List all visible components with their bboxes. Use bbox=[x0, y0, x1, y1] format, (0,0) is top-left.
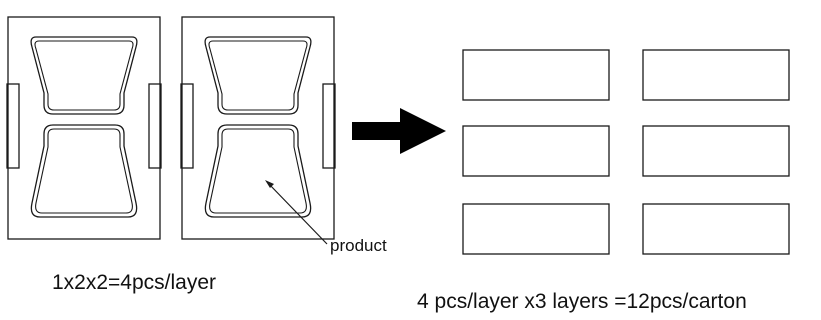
layer-count-caption: 1x2x2=4pcs/layer bbox=[52, 271, 217, 294]
packed-box bbox=[642, 203, 790, 255]
callout-label: product bbox=[330, 236, 387, 255]
arrow-right-icon bbox=[352, 108, 446, 154]
packed-box bbox=[462, 49, 610, 101]
packed-box bbox=[462, 125, 610, 177]
product-callout: product bbox=[265, 180, 387, 255]
packed-box bbox=[462, 203, 610, 255]
packed-box bbox=[642, 49, 790, 101]
packed-boxes-grid bbox=[462, 49, 790, 255]
packed-box bbox=[642, 125, 790, 177]
tray-left bbox=[6, 16, 162, 240]
tray-right bbox=[180, 16, 336, 240]
callout-arrowhead-icon bbox=[265, 180, 274, 188]
carton-count-caption: 4 pcs/layer x3 layers =12pcs/carton bbox=[417, 290, 747, 313]
